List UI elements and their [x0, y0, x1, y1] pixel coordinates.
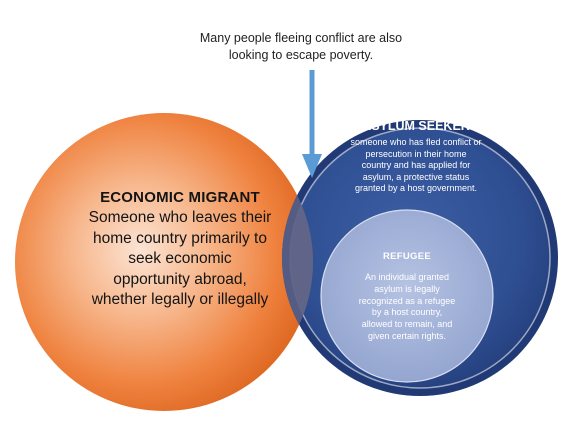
callout-line: Many people fleeing conflict are also	[199, 31, 403, 45]
description-line: persecution in their home	[365, 148, 467, 159]
asylum-seeker-title: ASYLUM SEEKER	[362, 119, 470, 133]
description-line: An individual granted	[364, 272, 450, 282]
description-line: whether legally or illegally	[91, 291, 269, 308]
callout-arrow-head	[302, 154, 322, 178]
economic-migrant-description: Someone who leaves their home country pr…	[60, 208, 300, 311]
asylum-seeker-description: someone who has fled conflict or persecu…	[336, 137, 496, 195]
callout-text: Many people fleeing conflict are also lo…	[188, 30, 414, 64]
description-line: someone who has fled conflict or	[350, 137, 482, 147]
description-line: given certain rights.	[367, 330, 447, 341]
description-line: Someone who leaves their	[88, 209, 272, 226]
description-line: asylum is legally	[374, 283, 440, 294]
refugee-circle	[320, 209, 494, 383]
economic-migrant-title: ECONOMIC MIGRANT	[100, 189, 260, 206]
description-line: home country primarily to	[92, 229, 267, 247]
description-line: allowed to remain, and	[361, 319, 453, 330]
description-line: seek economic	[128, 250, 232, 267]
callout-line: looking to escape poverty.	[228, 48, 374, 62]
description-line: opportunity abroad,	[113, 270, 247, 288]
description-line: country and has applied for	[361, 160, 471, 171]
economic-migrant-label: ECONOMIC MIGRANT Someone who leaves thei…	[60, 188, 300, 311]
asylum-seeker-label: ASYLUM SEEKER someone who has fled confl…	[336, 118, 496, 195]
economic-migrant-circle	[15, 113, 313, 411]
refugee-title: REFUGEE	[382, 251, 432, 262]
refugee-description: An individual granted asylum is legally …	[346, 272, 468, 343]
description-line: by a host country,	[371, 307, 443, 318]
description-line: asylum, a protective status	[362, 171, 470, 182]
description-line: recognized as a refugee	[358, 295, 456, 306]
description-line: granted by a host government.	[354, 183, 478, 194]
refugee-label: REFUGEE An individual granted asylum is …	[346, 251, 468, 343]
